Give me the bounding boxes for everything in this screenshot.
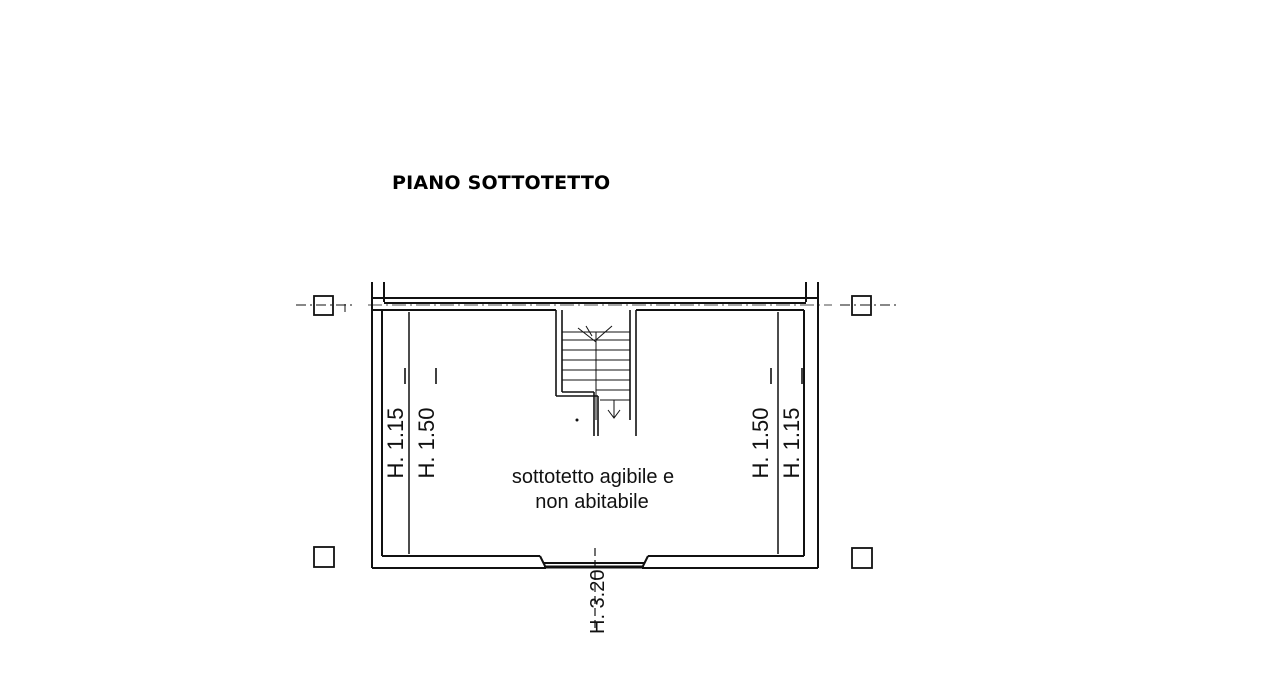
- plan-title: PIANO SOTTOTETTO: [392, 172, 611, 194]
- inner-height-lines: [408, 312, 779, 554]
- room-label-line1: sottotetto agibile e: [512, 466, 674, 488]
- height-label-ticks: [404, 368, 803, 384]
- height-label-ridge: H. 3.20: [587, 570, 609, 634]
- column-marker-bottom-left: [313, 546, 335, 568]
- outer-walls: [371, 282, 819, 569]
- height-label-right-inner: H. 1.50: [748, 408, 773, 479]
- column-marker-bottom-right: [851, 547, 873, 569]
- column-marker-top-left: [313, 295, 334, 316]
- window-opening: [544, 562, 644, 569]
- room-label-line2: non abitabile: [535, 491, 648, 513]
- height-label-left-inner: H. 1.50: [414, 408, 439, 479]
- column-marker-top-right: [851, 295, 872, 316]
- height-label-right-outer: H. 1.15: [779, 408, 804, 479]
- reference-dot: [575, 418, 579, 422]
- height-label-left-outer: H. 1.15: [383, 408, 408, 479]
- staircase: [555, 310, 637, 436]
